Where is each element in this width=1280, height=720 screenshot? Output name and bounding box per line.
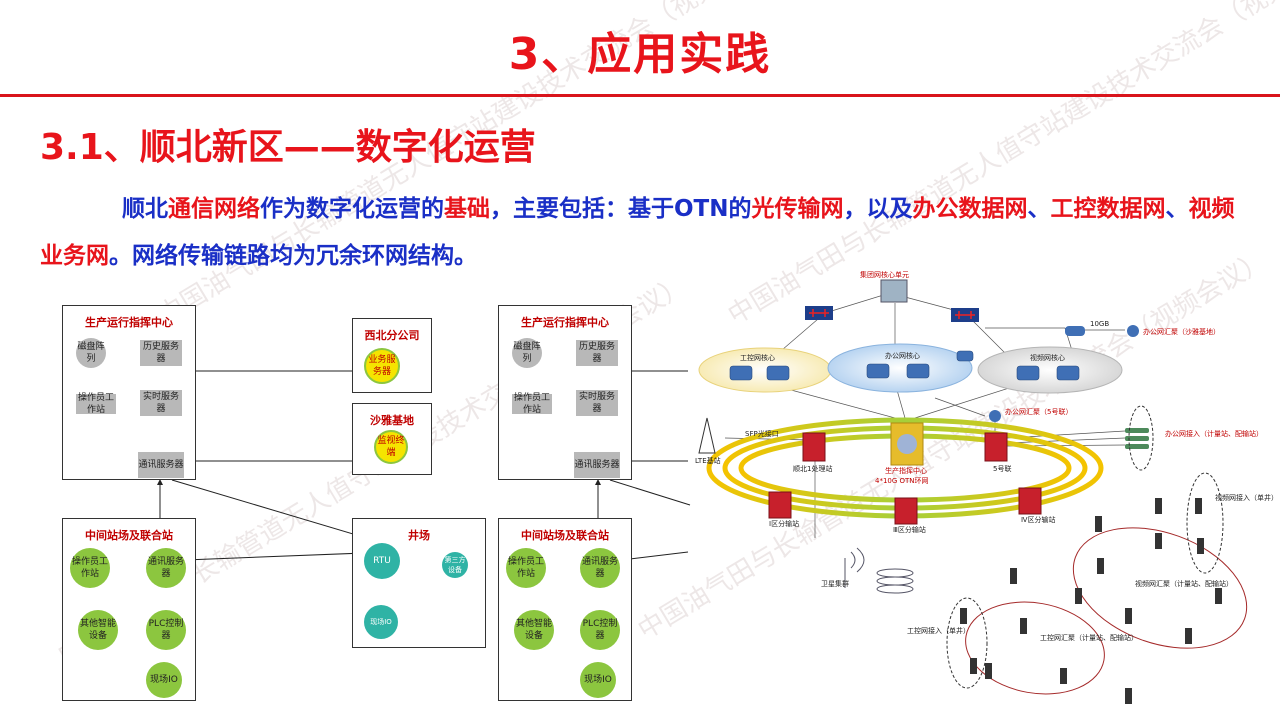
node-5-label: 5号联	[993, 464, 1011, 473]
intro-segment: 工控数据网	[1050, 196, 1166, 222]
office-agg-shaya-label: 办公网汇聚（沙雅基地）	[1143, 327, 1220, 336]
office-agg-shaya-switch	[1127, 325, 1139, 337]
well-site-title: 井场	[408, 529, 430, 542]
otn-ring-label: 4*10G OTN环网	[875, 477, 929, 485]
realtime-server-node-2: 实时服务器	[576, 390, 618, 416]
intro-segment: ，以及	[843, 196, 913, 222]
video-core-cloud	[977, 346, 1123, 394]
command-center-title-2: 生产运行指挥中心	[521, 316, 609, 329]
office-access-group	[1128, 405, 1154, 471]
intro-segment: 视频业务网	[40, 196, 1235, 269]
video-agg-label: 视频网汇聚（计量站、配输站）	[1135, 579, 1233, 588]
history-server-node: 历史服务器	[140, 340, 182, 366]
office-agg-5-switch	[989, 410, 1001, 422]
intro-segment: 。网络传输链路均为冗余环网结构。	[109, 243, 477, 269]
intro-segment: 通信网络	[168, 196, 260, 222]
business-server-node: 业务服务器	[364, 348, 400, 384]
intro-paragraph: 顺北通信网络作为数字化运营的基础，主要包括：基于OTN的光传输网，以及办公数据网…	[40, 186, 1240, 280]
smart-devices-node: 其他智能设备	[78, 610, 118, 650]
office-core-cloud	[827, 343, 973, 393]
northwest-branch-title: 西北分公司	[364, 329, 420, 342]
field-io-node: 现场IO	[146, 662, 182, 698]
intro-segment: 、	[1165, 196, 1189, 222]
section-heading: 3.1、顺北新区——数字化运营	[40, 127, 536, 168]
node-dist1-label: Ⅰ区分输站	[769, 519, 799, 528]
station-title: 中间站场及联合站	[85, 529, 173, 542]
satellite-cluster-icon	[844, 547, 914, 594]
plc-controller-node-2: PLC控制器	[580, 610, 620, 650]
industrial-access-group	[946, 597, 988, 689]
office-agg-5-label: 办公网汇聚（5号联）	[1005, 407, 1072, 416]
slide-title: 3、应用实践	[508, 29, 772, 80]
station-comm-server-node: 通讯服务器	[146, 548, 186, 588]
intro-segment: 基础	[444, 196, 490, 222]
link-10gb-1: 10GB	[1090, 320, 1109, 328]
realtime-server-node: 实时服务器	[140, 390, 182, 416]
shaya-base-title: 沙雅基地	[370, 414, 414, 427]
monitor-terminal-node: 监视终端	[374, 430, 408, 464]
lte-tower-icon	[698, 417, 716, 454]
ring-nodes	[768, 432, 1042, 525]
video-access-group	[1186, 472, 1224, 574]
industrial-core-label: 工控网核心	[740, 353, 775, 362]
office-core-label: 办公网核心	[885, 351, 920, 360]
link-sfp-label: SFP光接口	[745, 429, 779, 438]
video-access-label: 视频网接入（单井）	[1215, 493, 1275, 502]
plc-controller-node: PLC控制器	[146, 610, 186, 650]
intro-segment: 、	[1027, 196, 1051, 222]
comm-server-node-2: 通讯服务器	[574, 452, 620, 478]
lte-label: LTE基站	[695, 456, 721, 465]
rtu-node: RTU	[364, 543, 400, 579]
office-agg-shaya-router	[1065, 326, 1085, 336]
industrial-access-label: 工控网接入（单井）	[907, 626, 970, 635]
industrial-ring	[965, 601, 1105, 695]
intro-segment: 顺北	[122, 196, 168, 222]
industrial-agg-label: 工控网汇聚（计量站、配输站）	[1040, 633, 1138, 642]
group-core-server	[880, 279, 908, 303]
operator-workstation-node-2: 操作员工作站	[512, 393, 552, 415]
intro-segment: 光传输网	[751, 196, 844, 222]
history-server-node-2: 历史服务器	[576, 340, 618, 366]
command-center-title: 生产运行指挥中心	[85, 316, 173, 329]
comm-server-node: 通讯服务器	[138, 452, 184, 478]
field-switches	[960, 498, 1222, 704]
title-divider	[0, 94, 1280, 97]
disk-array-node: 磁盘阵列	[76, 338, 106, 368]
node-dist4-label: Ⅳ区分输站	[1021, 515, 1055, 524]
station-operator-node: 操作员工作站	[70, 548, 110, 588]
intro-segment: 作为数字化运营的	[260, 196, 444, 222]
command-center-box-2: 生产运行指挥中心	[498, 305, 632, 480]
network-topology-diagram: 工控网核心 办公网核心 视频网核心 集团网核心单元 办公网汇聚（沙雅基地） 10…	[695, 270, 1275, 704]
video-ring	[1072, 527, 1248, 649]
intro-segment: ，主要包括：基于OTN的	[490, 196, 752, 222]
station-title-2: 中间站场及联合站	[521, 529, 609, 542]
center-node-label: 生产指挥中心	[885, 466, 927, 475]
operator-workstation-node: 操作员工作站	[76, 393, 116, 415]
intro-segment: 办公数据网	[912, 196, 1028, 222]
video-core-label: 视频网核心	[1030, 353, 1065, 362]
office-access-label: 办公网接入（计量站、配输站）	[1165, 429, 1263, 438]
group-core-label: 集团网核心单元	[860, 270, 909, 279]
smart-devices-node-2: 其他智能设备	[514, 610, 554, 650]
disk-array-node-2: 磁盘阵列	[512, 338, 542, 368]
node-dist3-label: Ⅲ区分输站	[893, 525, 926, 534]
third-party-device-node: 第三方设备	[442, 552, 468, 578]
satellite-label: 卫星集群	[821, 579, 849, 588]
office-access-switches	[1125, 428, 1149, 449]
field-io-node-2: 现场IO	[580, 662, 616, 698]
node-shunbei1-label: 顺北1处理站	[793, 464, 832, 473]
station-operator-node-2: 操作员工作站	[506, 548, 546, 588]
core-switches	[729, 350, 1080, 381]
well-field-io-node: 现场IO	[364, 605, 398, 639]
station-comm-server-node-2: 通讯服务器	[580, 548, 620, 588]
